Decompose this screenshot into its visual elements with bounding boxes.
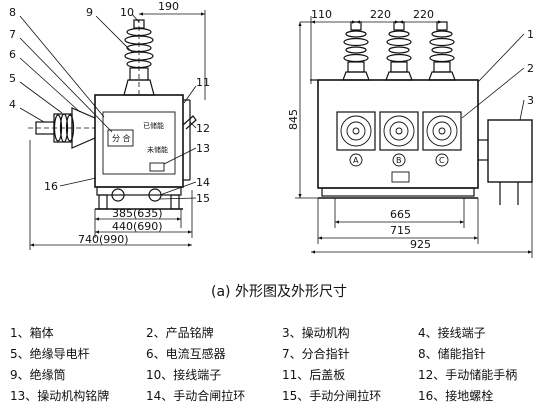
nameplate-small xyxy=(149,162,165,172)
legend-item: 4、接线端子 xyxy=(418,326,486,340)
dim-740-990: 740(990) xyxy=(78,233,129,246)
legend-item: 2、产品铭牌 xyxy=(146,326,214,340)
phase-label-b: B xyxy=(396,156,402,165)
callout-15: 15 xyxy=(196,192,210,205)
legend-row: 1、箱体 2、产品铭牌 3、操动机构 4、接线端子 xyxy=(10,322,555,343)
legend-item: 9、绝缘筒 xyxy=(10,368,66,382)
open-close-indicator xyxy=(107,129,134,147)
left-leaders xyxy=(19,13,197,200)
parts-legend: 1、箱体 2、产品铭牌 3、操动机构 4、接线端子 5、绝缘导电杆 6、电流互感器 7、分合… xyxy=(10,322,555,406)
callout-12: 12 xyxy=(196,122,210,135)
dim-665: 665 xyxy=(390,208,411,221)
dim-385-635: 385(635) xyxy=(112,207,163,220)
legend-item: 7、分合指针 xyxy=(282,347,350,361)
callout-3: 3 xyxy=(527,94,534,107)
legend-item: 11、后盖板 xyxy=(282,368,346,382)
callout-13: 13 xyxy=(196,142,210,155)
dim-440-690: 440(690) xyxy=(112,220,163,233)
phase-label-a: A xyxy=(353,156,359,165)
legend-row: 13、操动机构铭牌 14、手动合闸拉环 15、手动分闸拉环 16、接地螺栓 xyxy=(10,385,555,406)
dim-715: 715 xyxy=(390,224,411,237)
callout-14: 14 xyxy=(196,176,210,189)
front-view xyxy=(310,21,533,205)
insulator-b xyxy=(385,21,413,81)
dim-925: 925 xyxy=(410,238,431,251)
callout-6: 6 xyxy=(9,48,16,61)
insulator-a xyxy=(342,21,370,81)
callout-4: 4 xyxy=(9,98,16,111)
callout-9: 9 xyxy=(86,6,93,19)
legend-item: 5、绝缘导电杆 xyxy=(10,347,90,361)
dim-190: 190 xyxy=(158,0,179,13)
dim-220-a: 220 xyxy=(370,8,391,21)
dim-220-b: 220 xyxy=(413,8,434,21)
legend-item: 16、接地螺栓 xyxy=(418,389,494,403)
panel-not-stored: 未储能 xyxy=(147,145,168,154)
technical-drawing: 190 385(635) 440(690) 740(990) 分 合 已储能 未… xyxy=(9,0,534,258)
legend-item: 8、储能指针 xyxy=(418,347,486,361)
legend-item: 1、箱体 xyxy=(10,326,54,340)
legend-item: 14、手动合闸拉环 xyxy=(146,389,246,403)
panel-stored: 已储能 xyxy=(143,121,164,130)
dim-110: 110 xyxy=(311,8,332,21)
insulator-c xyxy=(428,21,456,81)
figure-caption: (a) 外形图及外形尺寸 xyxy=(211,284,347,300)
front-dimensions xyxy=(295,16,533,258)
callout-5: 5 xyxy=(9,72,16,85)
legend-item: 3、操动机构 xyxy=(282,326,350,340)
left-dimensions xyxy=(29,10,206,250)
callout-7: 7 xyxy=(9,28,16,41)
callout-16: 16 xyxy=(44,180,58,193)
callout-11: 11 xyxy=(196,76,210,89)
left-side-view xyxy=(28,19,197,210)
legend-item: 6、电流互感器 xyxy=(146,347,226,361)
operating-mechanism-box xyxy=(487,119,533,183)
legend-item: 12、手动储能手柄 xyxy=(418,368,518,382)
legend-item: 13、操动机构铭牌 xyxy=(10,389,110,403)
left-panel xyxy=(102,111,176,175)
callout-2: 2 xyxy=(527,62,534,75)
legend-item: 10、接线端子 xyxy=(146,368,222,382)
dim-845: 845 xyxy=(287,109,300,130)
panel-open-close: 分 合 xyxy=(112,133,131,143)
legend-row: 5、绝缘导电杆 6、电流互感器 7、分合指针 8、储能指针 xyxy=(10,343,555,364)
callout-10: 10 xyxy=(120,6,134,19)
front-leaders xyxy=(461,33,525,121)
callout-1: 1 xyxy=(527,28,534,41)
callout-8: 8 xyxy=(9,6,16,19)
phase-label-c: C xyxy=(439,156,445,165)
legend-item: 15、手动分闸拉环 xyxy=(282,389,382,403)
legend-row: 9、绝缘筒 10、接线端子 11、后盖板 12、手动储能手柄 xyxy=(10,364,555,385)
